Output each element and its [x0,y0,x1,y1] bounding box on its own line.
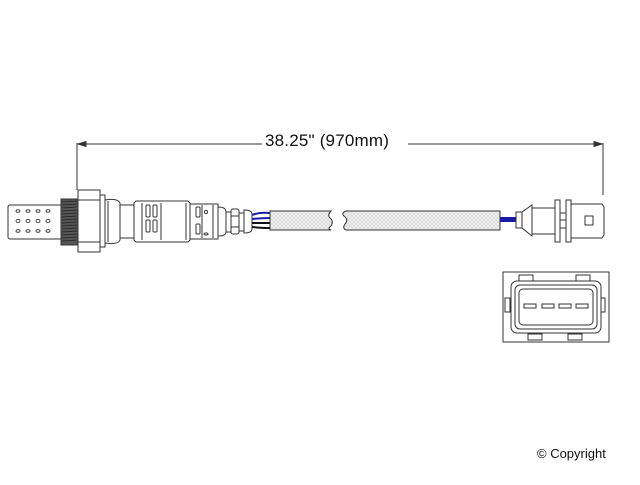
dimension-label: 38.25" (970mm) [262,131,393,151]
braided-cable-section-2 [342,210,501,231]
dimension-line [76,140,604,195]
sensor-shell [119,200,253,243]
connector-pins [523,303,589,309]
hex-body [77,189,121,253]
wire-leads [251,211,271,229]
braided-cable-section-1 [269,210,333,231]
threaded-section [60,198,79,246]
sensor-tip [7,204,64,240]
connector-wire [500,217,516,222]
connector-side-view [515,199,605,243]
copyright-notice: © Copyright [537,446,606,461]
connector-face-view [502,271,610,343]
